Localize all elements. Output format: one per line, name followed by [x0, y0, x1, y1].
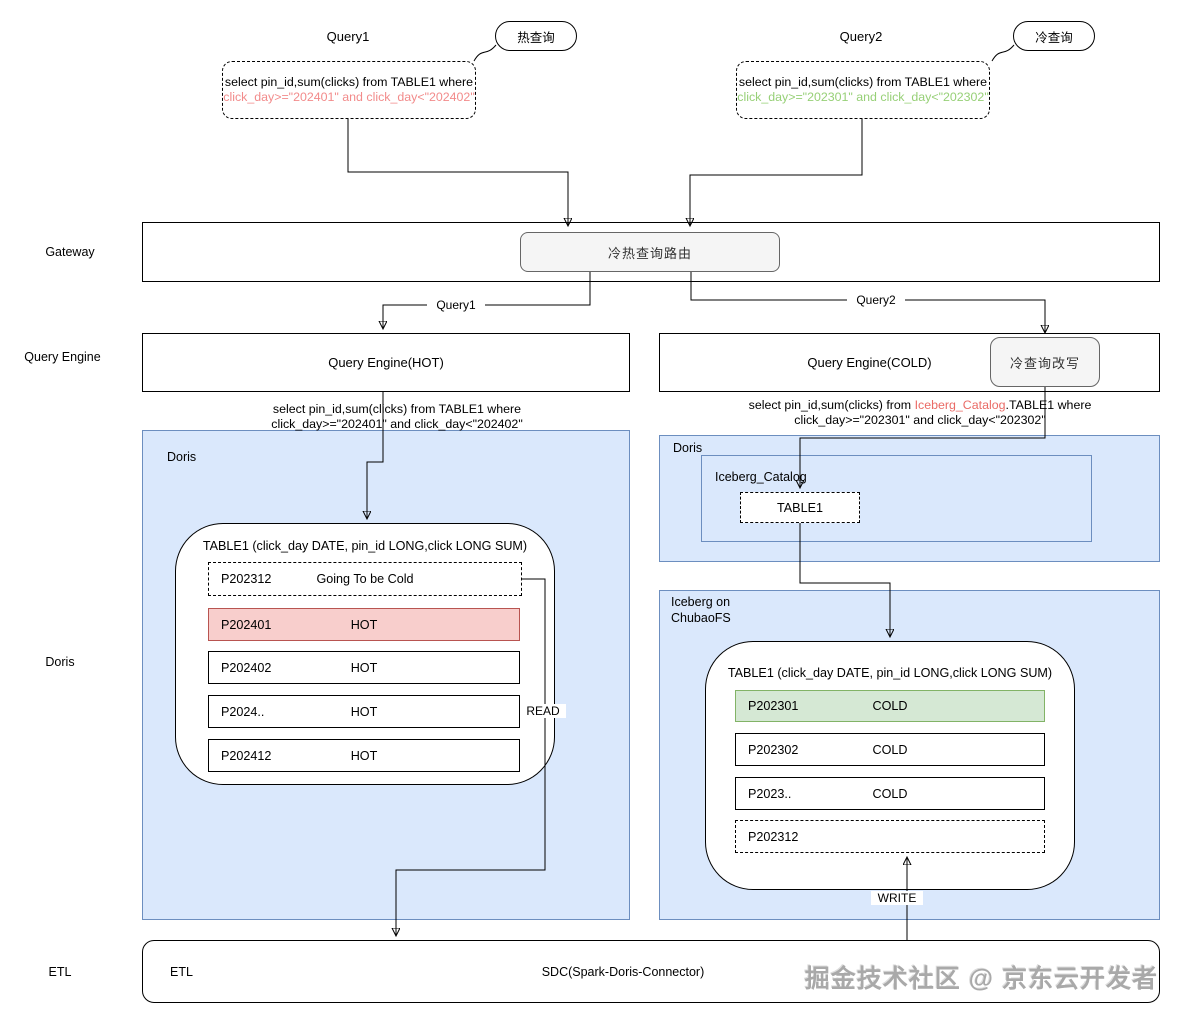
- sdc-connector-label: SDC(Spark-Doris-Connector): [541, 965, 705, 979]
- hot-engine-sql: select pin_id,sum(clicks) from TABLE1 wh…: [237, 402, 557, 432]
- partition-status: COLD: [872, 742, 908, 757]
- partition-name: P202302: [748, 742, 799, 757]
- etl-box: [142, 940, 1160, 1003]
- partition-status: HOT: [350, 748, 378, 763]
- edge-label-query1: Query1: [427, 298, 485, 312]
- partition-row-p202312-cold: P202312: [735, 820, 1045, 853]
- doris-cold-panel-label: Doris: [673, 441, 703, 455]
- cold-query-rewrite-box: 冷查询改写: [990, 337, 1100, 387]
- partition-status: COLD: [872, 699, 908, 713]
- query-engine-hot-box: Query Engine(HOT): [142, 333, 630, 392]
- edge-label-query2: Query2: [847, 293, 905, 307]
- iceberg-table1-title: TABLE1 (click_day DATE, pin_id LONG,clic…: [727, 666, 1053, 680]
- query-engine-hot-label: Query Engine(HOT): [328, 355, 444, 370]
- partition-name: P202312: [221, 572, 272, 586]
- hot-engine-sql-line2: click_day>="202401" and click_day<"20240…: [271, 417, 523, 431]
- query1-sql-line1: select pin_id,sum(clicks) from TABLE1 wh…: [224, 75, 474, 89]
- partition-status: HOT: [350, 617, 378, 632]
- hot-query-tag: 热查询: [495, 21, 577, 51]
- edge-hot-tag-callout: [473, 44, 497, 62]
- etl-inner-label: ETL: [170, 965, 193, 979]
- edge-label-write: WRITE: [871, 891, 923, 905]
- partition-name: P202301: [748, 699, 799, 713]
- edge-cold-tag-callout: [991, 44, 1015, 62]
- cold-engine-sql: select pin_id,sum(clicks) from Iceberg_C…: [740, 398, 1100, 428]
- query1-sql-box: select pin_id,sum(clicks) from TABLE1 wh…: [222, 61, 476, 119]
- partition-status: HOT: [350, 660, 378, 675]
- watermark: 掘金技术社区 @ 京东云开发者: [804, 965, 1158, 993]
- cold-engine-sql-line1-pre: select pin_id,sum(clicks) from: [748, 398, 915, 412]
- partition-row-p202301: P202301 COLD: [735, 690, 1045, 722]
- query2-sql-line2: click_day>="202301" and click_day<"20230…: [737, 90, 989, 104]
- doris-hot-panel-label: Doris: [167, 450, 197, 464]
- iceberg-catalog-highlight: Iceberg_Catalog: [914, 398, 1006, 412]
- partition-name: P202412: [221, 748, 272, 763]
- edge-label-read: READ: [520, 704, 566, 718]
- cold-engine-sql-line1-post: .TABLE1 where: [1005, 398, 1092, 412]
- catalog-table1-node: TABLE1: [740, 492, 860, 523]
- partition-row-p2023dd: P2023.. COLD: [735, 777, 1045, 810]
- partition-name: P202401: [221, 617, 272, 632]
- query-engine-cold-label: Query Engine(COLD): [807, 355, 932, 370]
- lane-label-etl: ETL: [48, 965, 72, 979]
- iceberg-label-line2: ChubaoFS: [671, 611, 731, 625]
- hot-cold-query-router-box: 冷热查询路由: [520, 232, 780, 272]
- partition-name: P2023..: [748, 786, 792, 801]
- hot-engine-sql-line1: select pin_id,sum(clicks) from TABLE1 wh…: [272, 402, 522, 416]
- partition-name: P202312: [748, 829, 799, 844]
- iceberg-catalog-label: Iceberg_Catalog: [715, 470, 807, 484]
- partition-status: HOT: [350, 704, 378, 719]
- query1-title: Query1: [326, 29, 370, 44]
- partition-row-p202312-hot: P202312 Going To be Cold: [208, 562, 522, 596]
- partition-row-p202412: P202412 HOT: [208, 739, 520, 772]
- lane-label-gateway: Gateway: [45, 245, 95, 259]
- partition-name: P2024..: [221, 704, 265, 719]
- cold-query-tag: 冷查询: [1013, 21, 1095, 51]
- partition-row-p202401: P202401 HOT: [208, 608, 520, 641]
- query1-sql-line2: click_day>="202401" and click_day<"20240…: [223, 90, 475, 104]
- partition-row-p2024dd: P2024.. HOT: [208, 695, 520, 728]
- partition-row-p202302: P202302 COLD: [735, 733, 1045, 766]
- lane-label-query-engine: Query Engine: [24, 350, 101, 364]
- partition-name: P202402: [221, 660, 272, 675]
- query2-sql-line1: select pin_id,sum(clicks) from TABLE1 wh…: [738, 75, 988, 89]
- edge-query1-to-gateway: [347, 119, 568, 225]
- doris-table1-title: TABLE1 (click_day DATE, pin_id LONG,clic…: [202, 539, 528, 553]
- iceberg-chubaofs-panel-label: Iceberg on ChubaoFS: [671, 594, 731, 626]
- query2-sql-box: select pin_id,sum(clicks) from TABLE1 wh…: [736, 61, 990, 119]
- partition-status: [736, 821, 1044, 852]
- lane-label-doris: Doris: [45, 655, 75, 669]
- query2-title: Query2: [839, 29, 883, 44]
- iceberg-label-line1: Iceberg on: [671, 595, 731, 609]
- edge-query2-to-gateway: [690, 119, 863, 225]
- cold-engine-sql-line2: click_day>="202301" and click_day<"20230…: [794, 413, 1046, 427]
- partition-row-p202402: P202402 HOT: [208, 651, 520, 684]
- partition-status: COLD: [872, 786, 908, 801]
- partition-status: Going To be Cold: [316, 572, 414, 586]
